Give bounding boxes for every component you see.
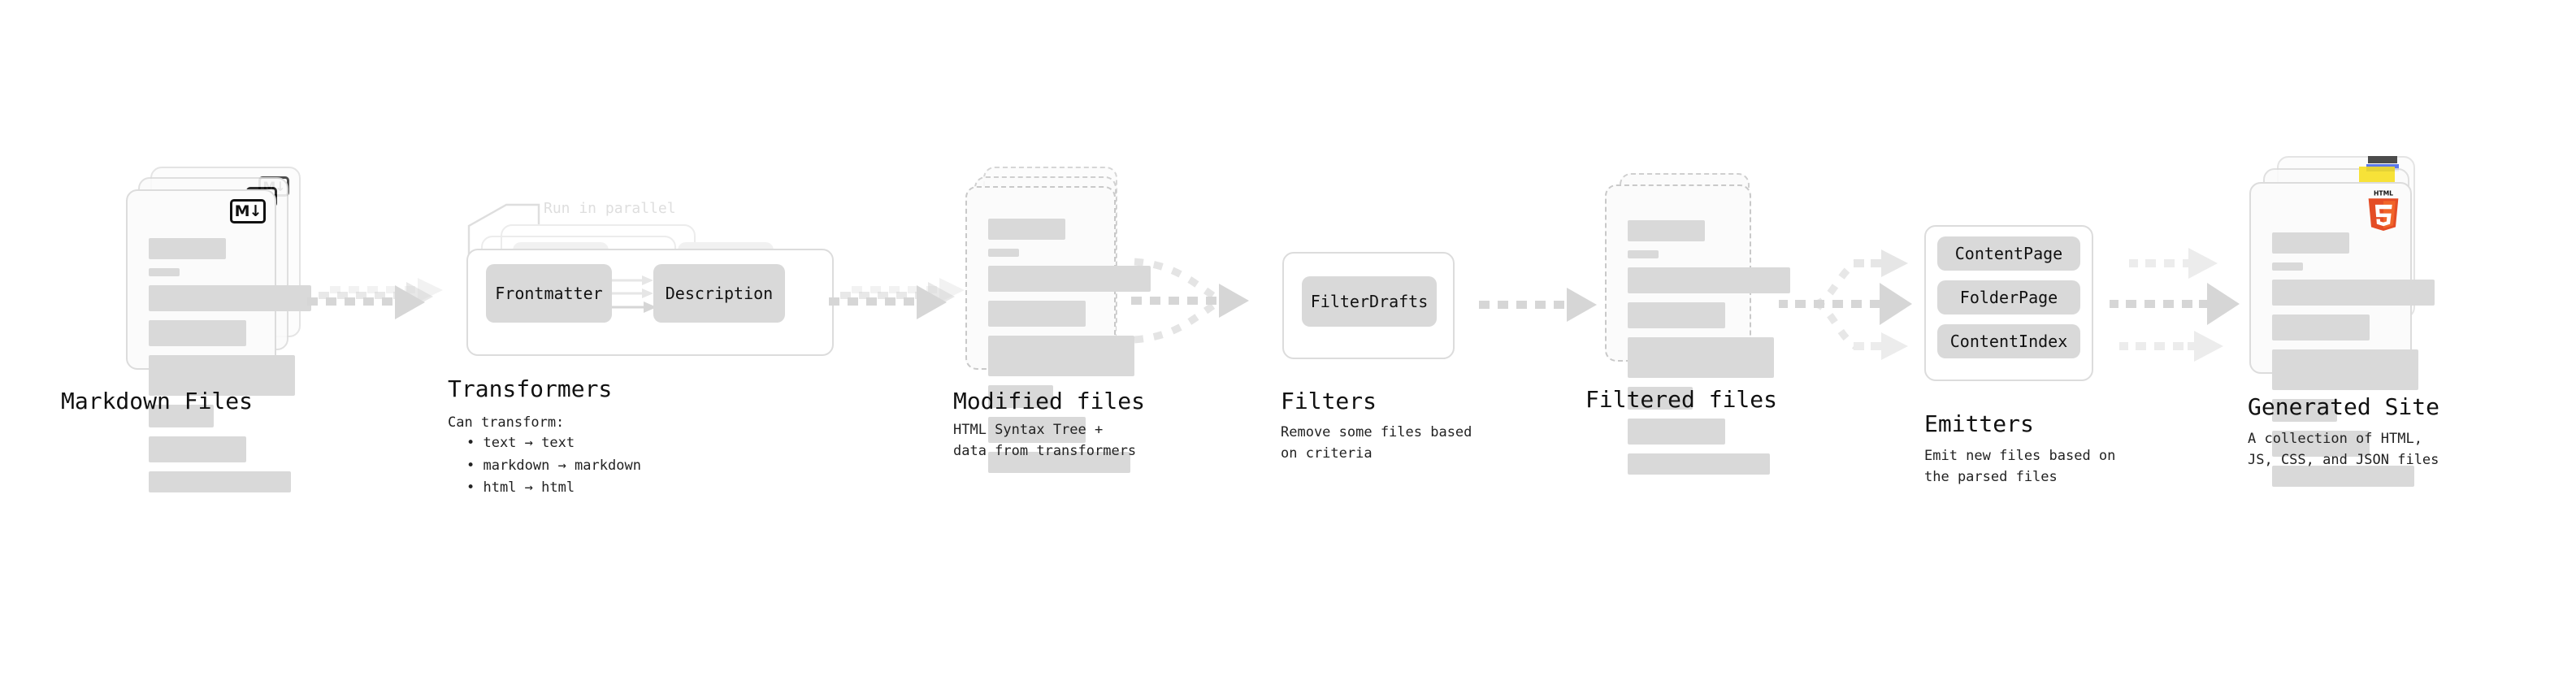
markdown-badge: M↓ xyxy=(230,199,266,223)
skeleton-bar xyxy=(988,385,1053,408)
skeleton-bar xyxy=(149,285,311,311)
skeleton-bar xyxy=(149,238,226,259)
skeleton-bar xyxy=(988,249,1019,257)
filters-subtitle: Remove some files based on criteria xyxy=(1281,424,1472,462)
skeleton-bar xyxy=(2272,314,2370,340)
stage-markdown-files: M↓ M↓ M↓ Markdown Files xyxy=(61,167,311,492)
skeleton-bar xyxy=(1628,302,1725,328)
svg-text:HTML: HTML xyxy=(2374,189,2393,197)
run-in-parallel-label: Run in parallel xyxy=(544,200,676,217)
emitter-chip-contentpage[interactable]: ContentPage xyxy=(1937,236,2080,271)
filter-chip-filterdrafts[interactable]: FilterDrafts xyxy=(1302,276,1437,327)
stage-generated-site: HTML Generated Site A collection of HTML… xyxy=(2248,156,2439,487)
run-in-parallel-bracket xyxy=(467,203,540,258)
javascript-badge xyxy=(2359,167,2395,184)
stage-title-emitters: Emitters xyxy=(1924,410,2034,437)
conn-filters-to-filtered xyxy=(1479,288,1609,337)
stage-title-transformers: Transformers xyxy=(448,375,613,402)
transformer-chip-frontmatter[interactable]: Frontmatter xyxy=(486,264,612,323)
conn-transformers-to-modified xyxy=(829,268,975,333)
stage-filtered-files: Filtered files xyxy=(1585,173,1790,475)
site-doc-stack: HTML xyxy=(2249,156,2436,487)
modified-doc-stack xyxy=(965,167,1151,473)
conn-md-to-transformers xyxy=(307,268,453,333)
transformers-bullets: • text → text• markdown → markdown• html… xyxy=(466,435,641,497)
skeleton-bar xyxy=(988,336,1134,376)
skeleton-bar xyxy=(1628,337,1774,378)
skeleton-bar xyxy=(149,436,246,462)
skeleton-bar xyxy=(149,471,291,492)
skeleton-bar xyxy=(2272,280,2435,306)
skeleton-bar xyxy=(2272,232,2349,254)
conn-filtered-to-emitters xyxy=(1776,234,1918,376)
markdown-doc-stack: M↓ M↓ M↓ xyxy=(126,167,311,492)
skeleton-bar xyxy=(1628,250,1659,258)
skeleton-bar xyxy=(2272,262,2303,271)
skeleton-bar xyxy=(149,355,295,396)
skeleton-bar xyxy=(2272,466,2414,487)
skeleton-body xyxy=(2272,232,2435,496)
conn-modified-to-filters xyxy=(1130,244,1280,358)
doc-card-front xyxy=(1605,184,1790,475)
stage-title-filtered-files: Filtered files xyxy=(1585,386,1778,413)
stage-title-generated-site: Generated Site xyxy=(2248,393,2440,420)
emitter-chip-folderpage[interactable]: FolderPage xyxy=(1937,280,2080,314)
skeleton-bar xyxy=(988,301,1086,327)
skeleton-body xyxy=(1628,220,1790,484)
skeleton-body xyxy=(149,238,311,501)
skeleton-bar xyxy=(2272,349,2418,390)
emitter-chip-contentindex[interactable]: ContentIndex xyxy=(1937,324,2080,358)
skeleton-bar xyxy=(1628,453,1770,475)
stage-modified-files: Modified files HTML Syntax Tree + data f… xyxy=(953,167,1151,473)
stage-title-markdown-files: Markdown Files xyxy=(61,388,254,414)
doc-card-front: M↓ xyxy=(126,189,311,492)
skeleton-bar xyxy=(149,320,246,346)
html5-badge: HTML xyxy=(2368,189,2399,231)
modified-files-subtitle: HTML Syntax Tree + data from transformer… xyxy=(953,422,1137,459)
skeleton-bar xyxy=(149,405,214,427)
skeleton-bar xyxy=(1628,220,1705,241)
skeleton-bar xyxy=(988,417,1086,443)
doc-card-front: HTML xyxy=(2249,182,2435,487)
skeleton-body xyxy=(988,219,1151,482)
skeleton-bar xyxy=(149,268,180,276)
skeleton-bar xyxy=(1628,267,1790,293)
filtered-doc-stack xyxy=(1605,173,1790,475)
skeleton-bar xyxy=(2272,431,2370,457)
stage-title-modified-files: Modified files xyxy=(953,388,1146,414)
skeleton-bar xyxy=(988,219,1065,240)
emitters-subtitle: Emit new files based on the parsed files xyxy=(1924,448,2116,485)
skeleton-bar xyxy=(988,452,1130,473)
doc-card-front xyxy=(965,186,1151,473)
skeleton-bar xyxy=(2272,399,2337,422)
skeleton-bar xyxy=(1628,419,1725,445)
transformers-subtitle: Can transform: xyxy=(448,414,565,431)
stage-title-filters: Filters xyxy=(1281,388,1377,414)
conn-emitters-to-site xyxy=(2103,234,2245,376)
transformer-chip-description[interactable]: Description xyxy=(653,264,785,323)
skeleton-bar xyxy=(1628,387,1693,410)
generated-site-subtitle: A collection of HTML, JS, CSS, and JSON … xyxy=(2248,431,2439,468)
skeleton-bar xyxy=(988,266,1151,292)
